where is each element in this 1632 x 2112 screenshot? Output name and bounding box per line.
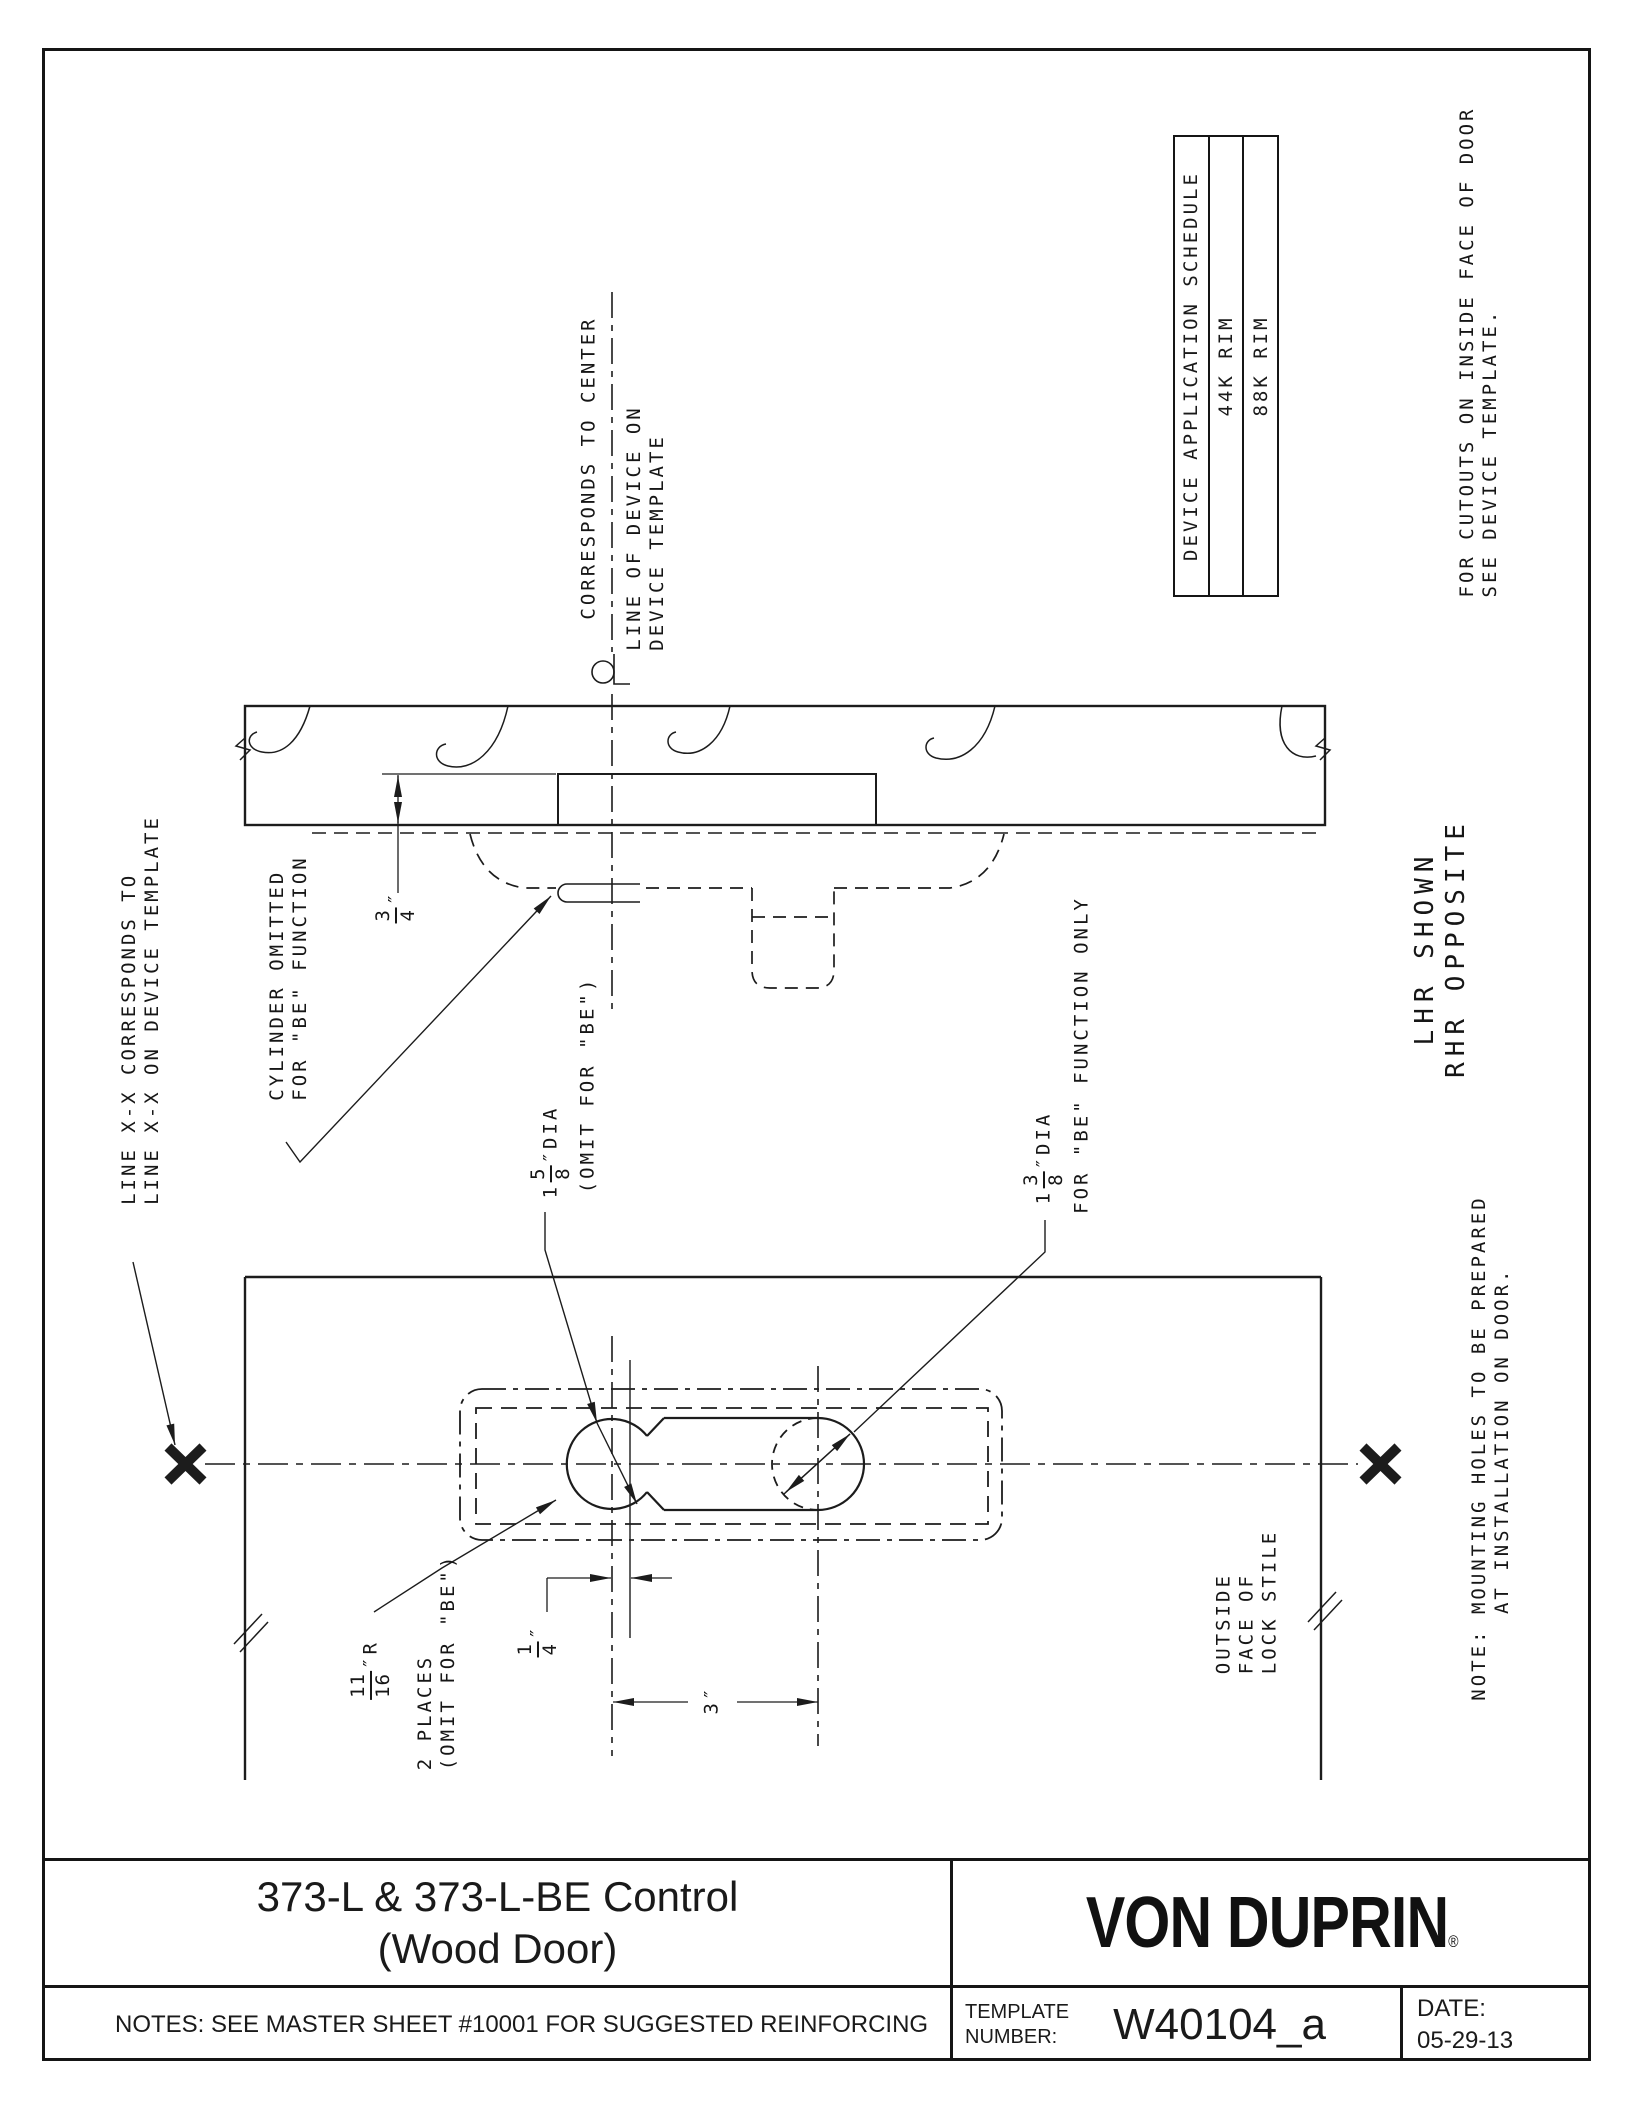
schedule-row: 88K RIM [1242,137,1278,595]
device-application-schedule: DEVICE APPLICATION SCHEDULE 44K RIM 88K … [1173,135,1279,597]
label-for-cutouts: FOR CUTOUTS ON INSIDE FACE OF DOOR SEE D… [1456,106,1501,598]
schedule-header: DEVICE APPLICATION SCHEDULE [1180,171,1203,561]
date-cell: DATE: 05-29-13 [1400,1985,1591,2061]
date-value: 05-29-13 [1417,2026,1514,2054]
centerline-symbol [591,654,630,685]
radius-suffix: ″R [359,1640,382,1669]
door-face [243,1275,1323,1780]
label-dia-small-note: FOR "BE" FUNCTION ONLY [1070,896,1093,1214]
template-number-cell: TEMPLATE NUMBER: W40104_a [950,1985,1400,2061]
control-outline-inner [475,1407,989,1525]
date-label: DATE: [1417,1994,1486,2022]
label-dia-large-note: (OMIT FOR "BE") [576,976,599,1194]
dia-large-whole: 1 [539,1183,562,1199]
cylinder [751,888,835,989]
control-outline-outer [459,1388,1003,1541]
template-number-value: W40104_a [1113,1999,1326,2049]
label-note-mounting: NOTE: MOUNTING HOLES TO BE PREPARED AT I… [1468,1195,1513,1701]
registered-mark: ® [1448,1932,1459,1951]
dia-small-suffix: ″DIA [1032,1111,1055,1170]
dim-three-quarter [382,773,556,893]
label-lhr-shown: LHR SHOWN RHR OPPOSITE [1410,818,1471,1078]
dia-large-num: 5 [527,1165,552,1182]
x-mark-left [164,1443,207,1485]
label-radius-note: 2 PLACES (OMIT FOR "BE") [414,1553,459,1771]
device-housing [469,833,1005,889]
notes-text: NOTES: SEE MASTER SHEET #10001 FOR SUGGE… [115,2010,929,2038]
keyhole-cutout [565,1416,866,1512]
von-duprin-logo: VON DUPRIN® [1086,1882,1459,1964]
dia-small-den: 8 [1045,1173,1067,1186]
x-mark-right [1359,1443,1402,1485]
break-marks [233,1591,1343,1653]
door-section [243,704,1327,827]
be-hole-hidden-arc [771,1417,819,1511]
dim-quarter [546,1574,672,1612]
drawing-title-line1: 373-L & 373-L-BE Control [256,1873,739,1920]
title-block: 373-L & 373-L-BE Control (Wood Door) VON… [42,1858,1591,2061]
dim-34-num: 3 [372,907,397,924]
brand-name: VON DUPRIN [1086,1883,1449,1963]
brand-cell: VON DUPRIN® [950,1861,1591,1985]
dim-14-suffix: ″ [526,1624,549,1639]
dia-large-suffix: ″DIA [539,1105,562,1164]
radius-den: 16 [372,1673,394,1698]
label-corresponds-1: CORRESPONDS TO CENTER [577,316,600,620]
dia-small-num: 3 [1020,1171,1045,1188]
dia-small-whole: 1 [1032,1189,1055,1205]
template-number-label: TEMPLATE NUMBER: [965,2000,1070,2048]
dim-3-text: 3″ [700,1685,723,1715]
label-corresponds-2: LINE OF DEVICE ON DEVICE TEMPLATE [623,405,668,651]
drawing-title-line2: (Wood Door) [377,1925,618,1972]
sheet-border [42,48,1591,2061]
radius-num: 11 [347,1671,372,1700]
wood-grain-marks [234,705,1332,768]
housing-tab [557,883,640,903]
dia-large-den: 8 [552,1167,574,1180]
notes-cell: NOTES: SEE MASTER SHEET #10001 FOR SUGGE… [45,1985,950,2061]
label-outside-face: OUTSIDE FACE OF LOCK STILE [1212,1529,1281,1675]
drawing-title: 373-L & 373-L-BE Control (Wood Door) [45,1861,950,1985]
schedule-row: 44K RIM [1207,137,1243,595]
dim-34-den: 4 [397,909,419,922]
dim-14-den: 4 [539,1643,561,1656]
dim-14-num: 1 [514,1641,539,1658]
dim-34-suffix: ″ [384,890,407,905]
label-line-xx: LINE X-X CORRESPONDS TO LINE X-X ON DEVI… [118,815,163,1205]
label-cylinder-omitted: CYLINDER OMITTED FOR "BE" FUNCTION [266,855,311,1101]
leader-lines [132,895,1046,1613]
